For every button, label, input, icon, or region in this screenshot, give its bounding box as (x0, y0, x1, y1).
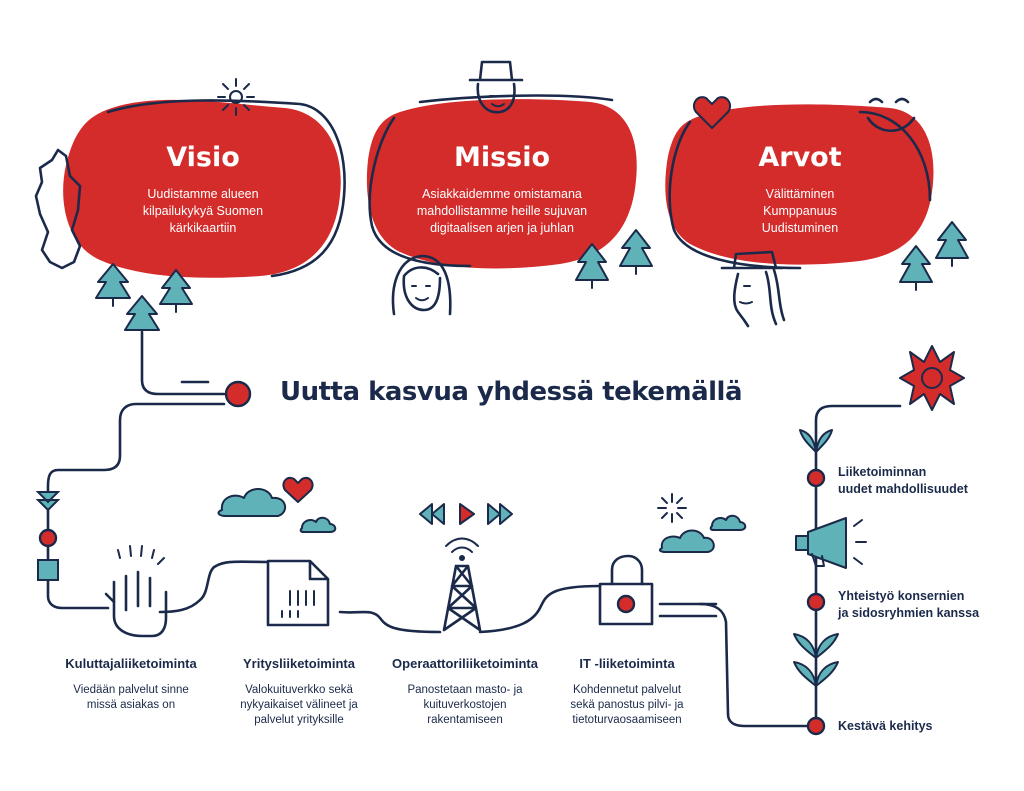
business-line: missä asiakas on (87, 699, 175, 711)
hat-face-icon (468, 60, 524, 114)
business-line: palvelut yrityksille (254, 714, 343, 726)
blob-visio: Visio Uudistamme alueen kilpailukykyä Su… (63, 99, 346, 278)
business-line: sekä panostus pilvi- ja (570, 699, 684, 711)
growth-text: Yhteistyö konsernien (838, 589, 964, 603)
sprout-icon (799, 429, 833, 453)
hand-touch-icon (104, 545, 168, 638)
blob-line: Asiakkaidemme omistamana (422, 187, 582, 201)
business-line: nykyaikaiset välineet ja (240, 699, 358, 711)
document-icon (266, 559, 330, 627)
growth-text: Liiketoiminnan (838, 465, 926, 479)
man-face-icon (720, 250, 786, 328)
business-title: Operaattoriliiketoiminta (392, 656, 539, 671)
blob-missio: Missio Asiakkaidemme omistamana mahdolli… (366, 94, 637, 269)
blob-title: Visio (166, 142, 240, 173)
heart-icon (692, 96, 732, 129)
growth-text: uudet mahdollisuudet (838, 482, 969, 496)
business-title: Kuluttajaliiketoiminta (65, 656, 197, 671)
blob-line: Välittäminen (766, 187, 835, 201)
blob-title: Arvot (758, 142, 841, 173)
blob-line: mahdollistamme heille sujuvan (417, 204, 587, 218)
sun-icon (217, 78, 255, 116)
growth-marker (806, 468, 826, 488)
woman-face-icon (391, 254, 452, 316)
growth-text: Kestävä kehitys (838, 719, 933, 733)
business-it: IT -liiketoiminta Kohdennetut palvelut s… (570, 656, 684, 726)
blob-line: kilpailukykyä Suomen (143, 204, 263, 218)
business-title: IT -liiketoiminta (579, 656, 675, 671)
blob-line: kärkikaartiin (170, 221, 237, 235)
business-line: tietoturvaosaamiseen (572, 714, 681, 726)
flower-icon (899, 345, 965, 411)
sun-icon (657, 493, 687, 523)
business-line: Valokuituverkko sekä (245, 684, 353, 696)
blob-arvot: Arvot Välittäminen Kumppanuus Uudistumin… (665, 104, 934, 270)
business-line: rakentamiseen (427, 714, 502, 726)
headline: Uutta kasvua yhdessä tekemällä (280, 377, 742, 407)
smile-icon (866, 97, 916, 132)
blob-line: Uudistamme alueen (147, 187, 258, 201)
finland-map-icon (34, 148, 82, 270)
sprout-icon (793, 633, 839, 687)
megaphone-icon (795, 517, 867, 569)
media-controls-icon (419, 503, 513, 525)
blob-line: Kumppanuus (763, 204, 837, 218)
business-title: Yritysliiketoiminta (243, 656, 356, 671)
tree-icon (95, 221, 969, 331)
business-line: Viedään palvelut sinne (73, 684, 189, 696)
business-kuluttaja: Kuluttajaliiketoiminta Viedään palvelut … (65, 656, 197, 711)
business-line: Kohdennetut palvelut (573, 684, 682, 696)
business-operaattori: Operaattoriliiketoiminta Panostetaan mas… (392, 656, 539, 726)
lock-icon (598, 554, 654, 626)
business-yritys: Yritysliiketoiminta Valokuituverkko sekä… (240, 656, 358, 726)
growth-marker (806, 716, 826, 736)
growth-marker (806, 592, 826, 612)
blob-title: Missio (454, 142, 550, 173)
growth-text: ja sidosryhmien kanssa (837, 606, 980, 620)
business-line: kuituverkostojen (423, 699, 506, 711)
flow-line (46, 330, 902, 728)
blob-line: digitaalisen arjen ja juhlan (430, 221, 574, 235)
radio-tower-icon (442, 537, 482, 632)
blob-line: Uudistuminen (762, 221, 838, 235)
heart-icon (282, 476, 314, 503)
business-line: Panostetaan masto- ja (407, 684, 523, 696)
cloud-icon (217, 488, 337, 533)
flow-markers (35, 380, 252, 581)
cloud-icon (658, 514, 747, 553)
